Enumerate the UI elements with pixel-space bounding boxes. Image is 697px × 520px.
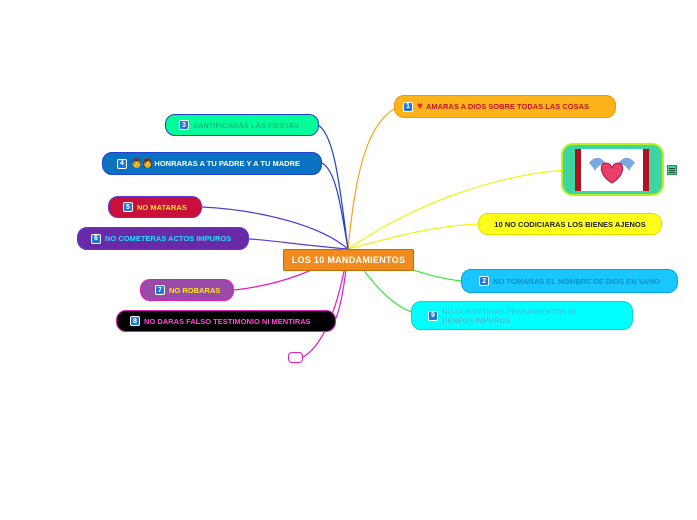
topic-2[interactable]: 2 NO TOMARAS EL NOMBRE DE DIOS EN VANO (461, 269, 678, 293)
topic-9[interactable]: 9 NO CONSETIRAS PENSAMIENTOS NI DESEOS I… (411, 301, 633, 330)
empty-topic[interactable] (288, 352, 303, 363)
topic-3-label: SANTIFICARAS LAS FIESTAS (193, 121, 299, 130)
topic-7-label: NO ROBARAS (169, 286, 220, 295)
link-n1 (348, 106, 400, 249)
link-n3 (318, 125, 348, 249)
topic-8[interactable]: 8 NO DARAS FALSO TESTIMONIO NI MENTIRAS (116, 310, 336, 332)
topic-10[interactable]: 10 NO CODICIARAS LOS BIENES AJENOS (478, 213, 662, 235)
topic-4[interactable]: 4 👨👩 HONRARAS A TU PADRE Y A TU MADRE (102, 152, 322, 175)
topic-4-label: HONRARAS A TU PADRE Y A TU MADRE (154, 159, 300, 168)
topic-7[interactable]: 7 NO ROBARAS (140, 279, 234, 301)
number-badge-2: 2 (479, 276, 489, 286)
number-badge-1: 1 (403, 102, 413, 112)
central-topic[interactable]: LOS 10 MANDAMIENTOS (283, 249, 414, 271)
number-badge-5: 5 (123, 202, 133, 212)
topic-8-label: NO DARAS FALSO TESTIMONIO NI MENTIRAS (144, 317, 311, 326)
topic-9-label: NO CONSETIRAS PENSAMIENTOS NI DESEOS IMP… (442, 307, 576, 325)
topic-5[interactable]: 5 NO MATARAS (108, 196, 202, 218)
topic-10-label: 10 NO CODICIARAS LOS BIENES AJENOS (494, 220, 645, 229)
topic-6[interactable]: 6 NO COMETERAS ACTOS IMPUROS (77, 227, 249, 250)
number-badge-9: 9 (428, 311, 438, 321)
number-badge-6: 6 (91, 234, 101, 244)
central-topic-label: LOS 10 MANDAMIENTOS (292, 255, 406, 265)
number-badge-8: 8 (130, 316, 140, 326)
number-badge-7: 7 (155, 285, 165, 295)
parents-emoji-icon: 👨👩 (131, 158, 153, 169)
image-topic[interactable] (561, 143, 664, 196)
number-badge-3: 3 (179, 120, 189, 130)
topic-1[interactable]: 1 ♥ AMARAS A DIOS SOBRE TODAS LAS COSAS (394, 95, 616, 118)
heart-icon: ♥ (417, 101, 423, 112)
number-badge-4: 4 (117, 159, 127, 169)
link-n6 (249, 239, 348, 249)
topic-5-label: NO MATARAS (137, 203, 187, 212)
link-n4 (322, 163, 348, 249)
topic-3[interactable]: 3 SANTIFICARAS LAS FIESTAS (165, 114, 319, 136)
notes-icon[interactable] (667, 165, 677, 175)
topic-6-label: NO COMETERAS ACTOS IMPUROS (105, 234, 231, 243)
topic-1-label: AMARAS A DIOS SOBRE TODAS LAS COSAS (426, 102, 589, 111)
topic-2-label: NO TOMARAS EL NOMBRE DE DIOS EN VANO (493, 277, 660, 286)
winged-heart-image (575, 149, 649, 191)
link-image (348, 170, 565, 249)
